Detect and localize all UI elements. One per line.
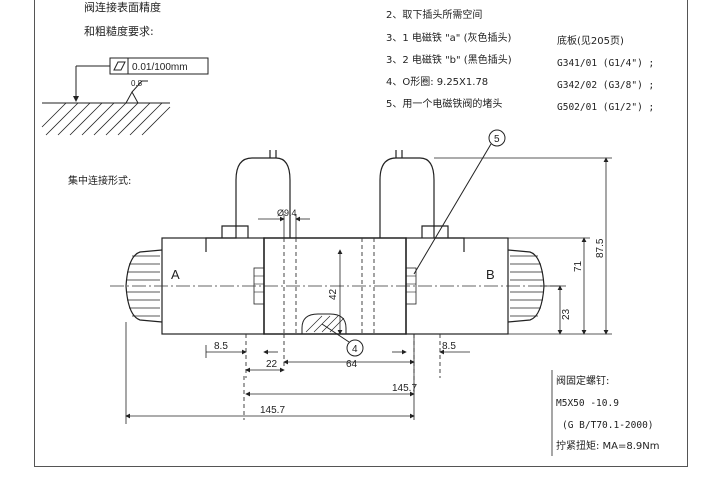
section-label: 集中连接形式:: [68, 176, 132, 187]
subplate-item: G341/01 (G1/4") ;: [557, 58, 655, 69]
dim-42: 42: [328, 288, 339, 300]
port-b-label: B: [486, 267, 495, 282]
dim-64: 64: [346, 359, 358, 370]
callout-4: [321, 323, 364, 357]
surface-requirement-line2: 和粗糙度要求:: [84, 25, 154, 38]
callout-4-number: 4: [352, 344, 358, 355]
port-a-label: A: [171, 267, 180, 282]
dim-145-7-outer: 145.7: [260, 405, 285, 416]
dim-8-5-right: 8.5: [442, 341, 456, 352]
dim-phi: Ø9.4: [277, 208, 297, 218]
bolt-spec: M5X50 -10.9: [556, 398, 619, 409]
note-5: 5、用一个电磁铁阀的堵头: [386, 99, 503, 110]
surface-finish-symbol: [41, 57, 209, 136]
bolt-torque: 拧紧扭矩: MA=8.9Nm: [556, 441, 660, 452]
dim-71: 71: [573, 260, 584, 272]
dimension-lines: [125, 157, 612, 424]
flatness-value: 0.01/100mm: [132, 62, 188, 73]
note-3-2: 3、2 电磁铁 "b" (黑色插头): [386, 55, 512, 66]
valve-body: [125, 150, 545, 335]
dim-145-7-inner: 145.7: [392, 383, 417, 394]
bottom-port: [301, 313, 347, 334]
dim-87-5: 87.5: [595, 238, 606, 258]
subplate-title: 底板(见205页): [557, 36, 624, 47]
dim-23: 23: [561, 308, 572, 320]
dim-8-5-left: 8.5: [214, 341, 228, 352]
note-4: 4、O形圈: 9.25X1.78: [386, 77, 489, 88]
surface-requirement-line1: 阀连接表面精度: [84, 1, 161, 14]
note-2: 2、取下插头所需空间: [386, 10, 483, 21]
subplate-item: G502/01 (G1/2") ;: [557, 102, 655, 113]
subplate-item: G342/02 (G3/8") ;: [557, 80, 655, 91]
bolt-standard: (G B/T70.1-2000): [562, 420, 654, 431]
callout-5-number: 5: [494, 134, 500, 145]
callout-5: [413, 129, 506, 275]
drawing-frame: [34, 0, 688, 467]
dim-22: 22: [266, 359, 278, 370]
roughness-value: 0.8: [131, 79, 143, 88]
note-3-1: 3、1 电磁铁 "a" (灰色插头): [386, 33, 512, 44]
bolt-title: 阀固定螺钉:: [556, 376, 610, 387]
